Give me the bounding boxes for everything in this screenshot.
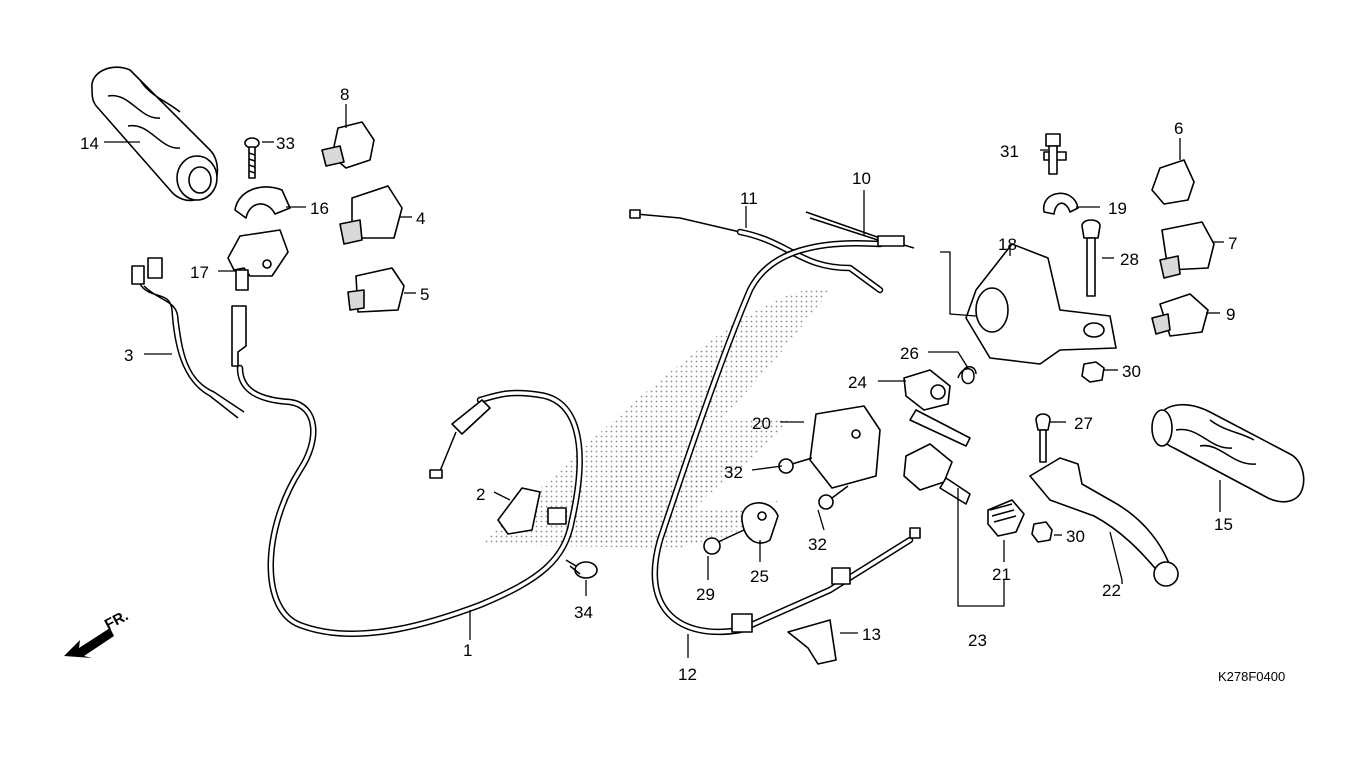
switch-8 (321, 121, 375, 169)
switch-9 (1151, 293, 1209, 337)
label-30-top: 30 (1122, 362, 1141, 381)
sensor-wire-10 (805, 211, 915, 249)
label-10: 10 (852, 169, 871, 188)
switch-6 (1151, 159, 1195, 205)
nut-30-bottom (1031, 521, 1053, 543)
label-19: 19 (1108, 199, 1127, 218)
label-21: 21 (992, 565, 1011, 584)
clamp-2 (497, 487, 541, 535)
throttle-housing-upper (234, 186, 291, 219)
pin-27 (1035, 413, 1051, 463)
label-30-bottom: 30 (1066, 527, 1085, 546)
label-33: 33 (276, 134, 295, 153)
label-28: 28 (1120, 250, 1139, 269)
switch-7 (1159, 221, 1215, 279)
switch-5 (347, 267, 405, 313)
switch-arm-24 (903, 369, 971, 447)
label-22: 22 (1102, 581, 1121, 600)
cover-plate-20 (809, 405, 881, 489)
clamp-19 (1043, 192, 1079, 215)
label-14: 14 (80, 134, 99, 153)
label-29: 29 (696, 585, 715, 604)
part-labels: 1 2 3 4 5 6 7 8 9 10 11 12 13 14 15 16 1… (80, 85, 1237, 684)
leader-lines (104, 104, 1224, 658)
label-31: 31 (1000, 142, 1019, 161)
label-17: 17 (190, 263, 209, 282)
screw-33 (244, 137, 260, 179)
brake-lever-22 (1029, 457, 1179, 587)
label-1: 1 (463, 641, 472, 660)
brake-cable-12 (651, 239, 921, 636)
bolt-29 (703, 529, 745, 555)
wire-harness-3 (131, 257, 245, 419)
label-6: 6 (1174, 119, 1183, 138)
throttle-cable-1 (231, 305, 583, 637)
switch-4 (339, 185, 403, 245)
label-32-a: 32 (724, 463, 743, 482)
bolt-31 (1043, 133, 1067, 175)
nut-30-top (1081, 361, 1105, 383)
label-3: 3 (124, 346, 133, 365)
label-32-b: 32 (808, 535, 827, 554)
diagram-code: K278F0400 (1218, 669, 1285, 684)
background-wing-feathers (560, 410, 780, 545)
label-11: 11 (740, 189, 758, 208)
label-2: 2 (476, 485, 485, 504)
lever-bracket-18 (965, 243, 1117, 365)
spring-26 (957, 366, 977, 385)
label-16: 16 (310, 199, 329, 218)
label-26: 26 (900, 344, 919, 363)
label-4: 4 (416, 209, 425, 228)
right-grip (1151, 403, 1305, 503)
switch-assembly-23 (903, 443, 1025, 537)
plate-25 (741, 502, 779, 544)
left-grip (91, 66, 219, 202)
label-34: 34 (574, 603, 593, 622)
label-15: 15 (1214, 515, 1233, 534)
label-25: 25 (750, 567, 769, 586)
front-direction-arrow: FR. (64, 607, 131, 658)
pin-28 (1081, 219, 1101, 297)
label-18: 18 (998, 235, 1017, 254)
screw-32-a (778, 457, 813, 474)
label-12: 12 (678, 665, 697, 684)
label-27: 27 (1074, 414, 1093, 433)
bracket-13 (787, 619, 837, 665)
label-23: 23 (968, 631, 987, 650)
label-24: 24 (848, 373, 867, 392)
label-7: 7 (1228, 234, 1237, 253)
cable-11 (629, 209, 884, 294)
label-20: 20 (752, 414, 771, 433)
throttle-housing-lower (227, 229, 289, 291)
label-5: 5 (420, 285, 429, 304)
bolt-34 (565, 559, 598, 579)
label-9: 9 (1226, 305, 1235, 324)
front-direction-label: FR. (102, 607, 131, 633)
label-8: 8 (340, 85, 349, 104)
label-13: 13 (862, 625, 881, 644)
screw-32-b (818, 485, 849, 510)
background-wing-emblem (480, 288, 830, 548)
